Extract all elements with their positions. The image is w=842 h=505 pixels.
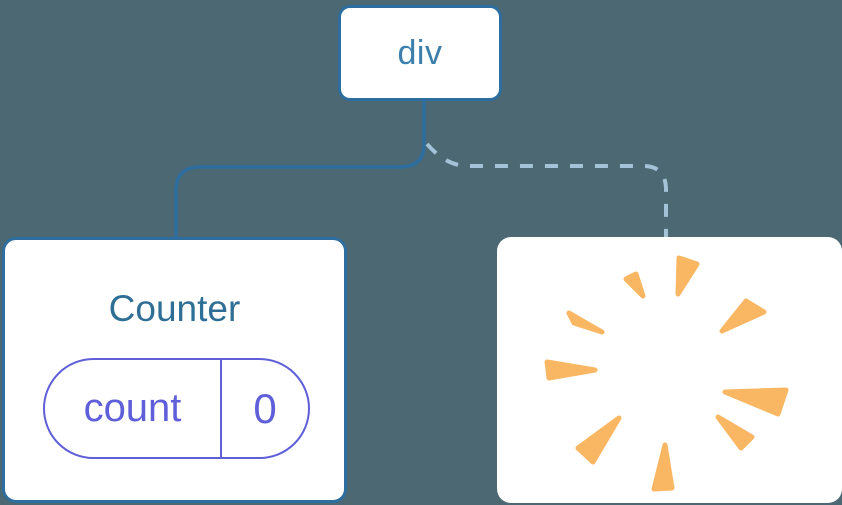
removed-component-node [497, 237, 842, 503]
state-key-label: count [83, 386, 182, 430]
state-value-label: 0 [253, 384, 277, 432]
component-title: Counter [108, 288, 241, 329]
state-key-cell: count [45, 360, 222, 457]
component-node-counter: Counter count 0 [2, 237, 347, 503]
root-node-div: div [338, 5, 502, 101]
solid-connector-line [174, 100, 426, 238]
dashed-connector-line [425, 142, 668, 238]
state-pill: count 0 [43, 358, 310, 459]
root-node-label: div [397, 33, 443, 72]
poof-sparkle-icon [544, 255, 789, 492]
state-value-cell: 0 [222, 360, 308, 457]
